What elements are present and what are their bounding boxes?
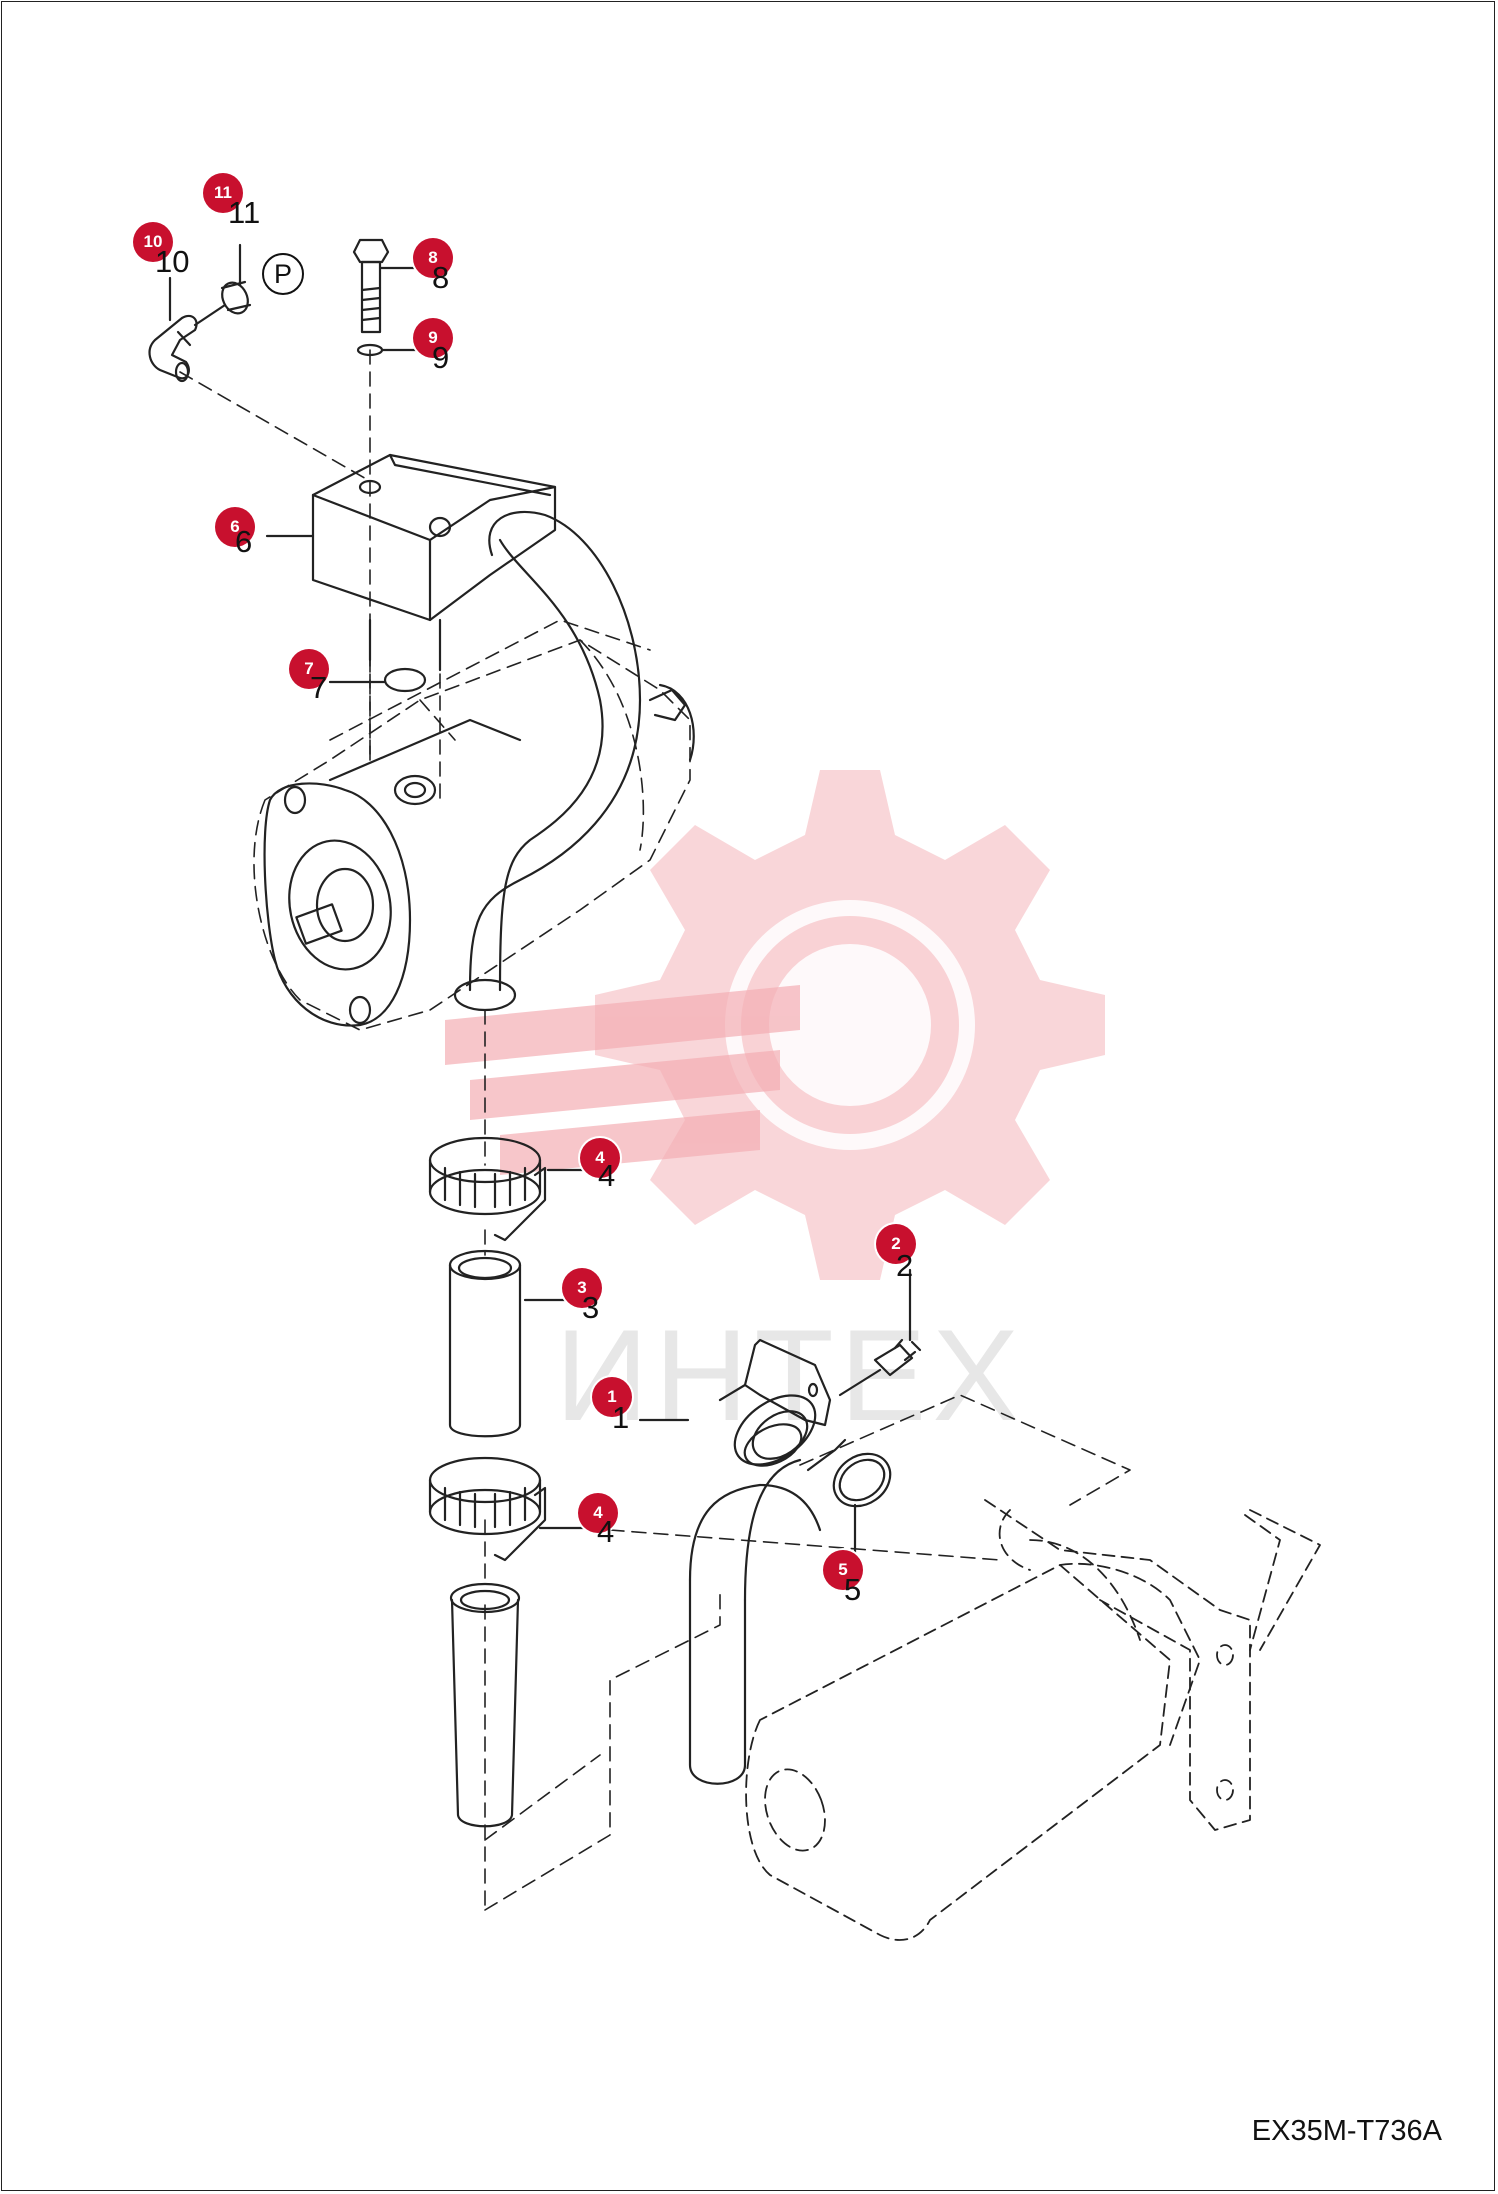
hose-clip-11	[193, 243, 252, 327]
drawing-code: EX35M-T736A	[1251, 2115, 1442, 2147]
p-symbol: P	[262, 253, 304, 295]
o-ring-7	[328, 667, 427, 693]
part-label-9: 9	[432, 340, 450, 375]
bolt-8	[352, 238, 420, 334]
part-label-4-bottom: 4	[597, 1514, 615, 1549]
callout-badge-3[interactable]: 3	[562, 1268, 602, 1308]
elbow-pipe-1	[638, 1338, 847, 1785]
pipe-block-6	[265, 453, 642, 1012]
hose-clamp-4-bottom	[428, 1456, 592, 1562]
callout-badge-6[interactable]: 6	[215, 507, 255, 547]
part-label-3: 3	[582, 1290, 600, 1325]
pump-body	[263, 683, 695, 1027]
sensor-2	[838, 1268, 922, 1397]
oil-filter	[745, 1499, 1321, 1941]
part-label-2: 2	[896, 1248, 914, 1283]
part-label-11: 11	[228, 195, 261, 230]
part-label-7: 7	[310, 670, 328, 705]
callout-badge-4-bottom[interactable]: 4	[578, 1493, 618, 1533]
part-label-8: 8	[432, 260, 450, 295]
part-label-1: 1	[612, 1400, 630, 1435]
callout-badge-10[interactable]: 10	[133, 222, 173, 262]
part-label-6: 6	[235, 524, 253, 559]
washer-9	[356, 343, 420, 357]
part-label-10: 10	[155, 244, 190, 279]
callout-badge-2[interactable]: 2	[876, 1224, 916, 1264]
suction-pipe	[449, 1582, 521, 1828]
callout-badge-7[interactable]: 7	[289, 649, 329, 689]
callout-badge-8[interactable]: 8	[413, 238, 453, 278]
callout-badge-4-top[interactable]: 4	[580, 1138, 620, 1178]
o-ring-5	[832, 1452, 892, 1567]
callout-badge-9[interactable]: 9	[413, 318, 453, 358]
hose-3	[448, 1249, 580, 1438]
part-label-5: 5	[844, 1572, 862, 1607]
callout-badge-5[interactable]: 5	[823, 1550, 863, 1590]
callout-badge-1[interactable]: 1	[592, 1377, 632, 1417]
part-label-4-top: 4	[598, 1158, 616, 1193]
hose-clamp-4-top	[428, 1136, 597, 1242]
callout-badge-11[interactable]: 11	[203, 173, 243, 213]
elbow-fitting-10	[148, 276, 198, 383]
